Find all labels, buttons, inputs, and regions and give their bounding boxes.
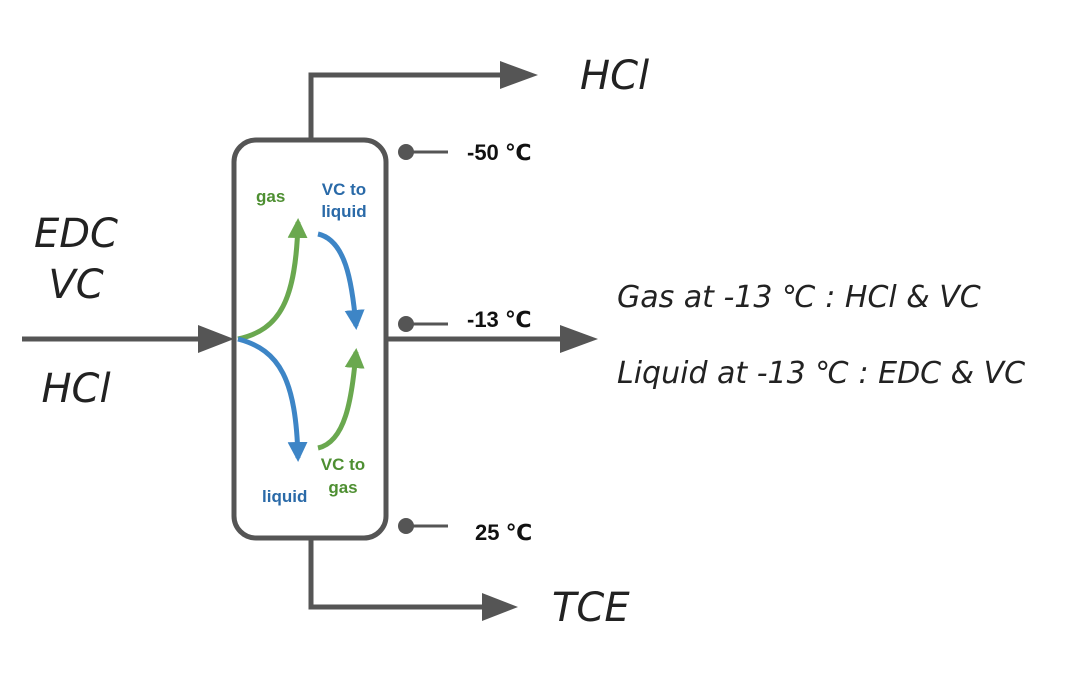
- top-output-label: HCl: [580, 53, 649, 99]
- inner-vc-to-gas-label-1: VC to: [321, 455, 365, 474]
- vc-to-liquid-arrow: [317, 231, 365, 330]
- top-outlet-line: [308, 72, 520, 140]
- feed-arrowhead: [198, 325, 234, 353]
- inner-gas-label: gas: [256, 187, 285, 206]
- temp-bottom-label: 25 ℃: [475, 520, 532, 545]
- side-liquid-output-label: Liquid at -13 ℃ : EDC & VC: [617, 356, 1025, 391]
- feed-vc-label: VC: [48, 262, 103, 308]
- feed-edc-label: EDC: [34, 211, 118, 257]
- liquid-down-arrow: [237, 336, 308, 462]
- feed-hcl-label: HCl: [41, 366, 110, 412]
- bottom-outlet-arrowhead: [482, 593, 518, 621]
- bottom-outlet-line: [308, 538, 500, 610]
- side-gas-output-label: Gas at -13 ℃ : HCl & VC: [617, 280, 981, 315]
- inner-vc-to-gas-label-2: gas: [328, 478, 357, 497]
- gas-up-arrow: [237, 218, 308, 342]
- top-outlet-arrowhead: [500, 61, 538, 89]
- side-outlet-arrowhead: [560, 325, 598, 353]
- inner-vc-to-liquid-label-2: liquid: [321, 202, 366, 221]
- temp-middle-label: -13 ℃: [467, 307, 532, 332]
- bottom-output-label: TCE: [552, 585, 630, 631]
- inner-liquid-label: liquid: [262, 487, 307, 506]
- inner-vc-to-liquid-label-1: VC to: [322, 180, 366, 199]
- temp-top-label: -50 ℃: [467, 140, 532, 165]
- vc-to-gas-arrow: [317, 348, 365, 451]
